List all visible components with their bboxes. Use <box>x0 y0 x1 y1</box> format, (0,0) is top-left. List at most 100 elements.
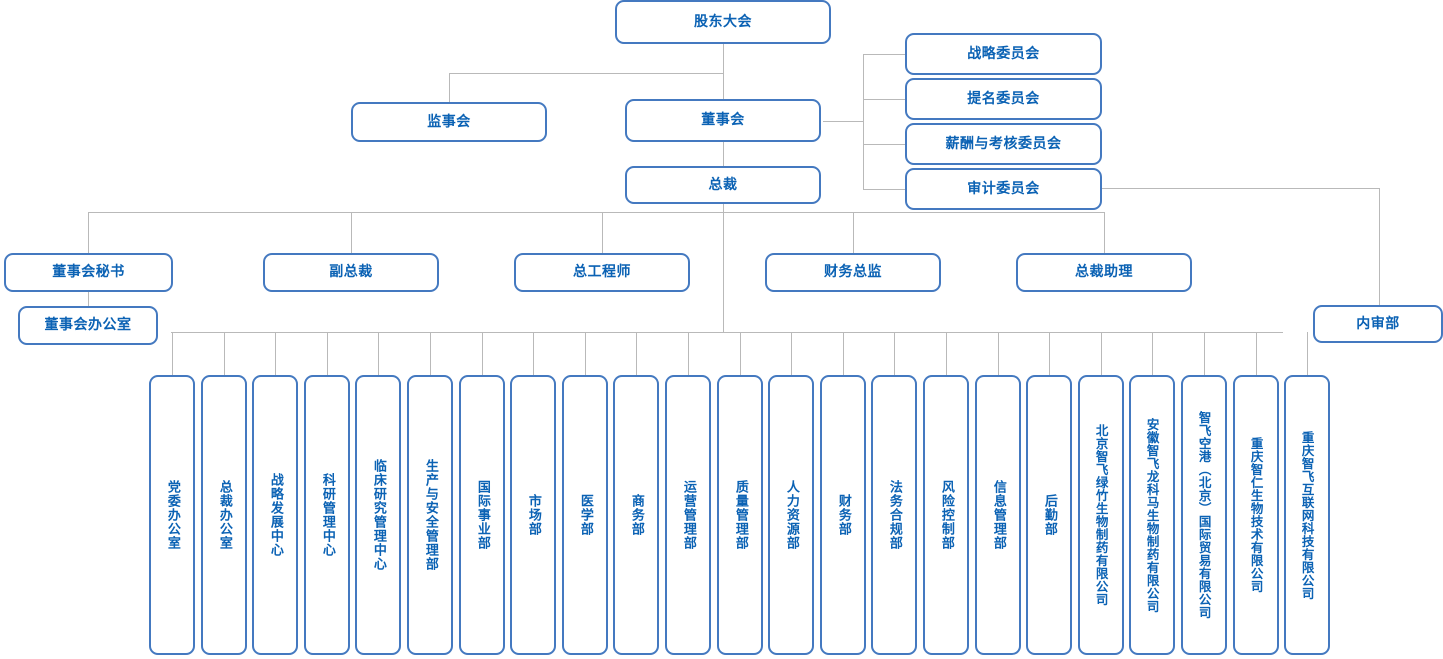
connector-department-drop <box>327 332 328 375</box>
node-label: 总裁助理 <box>1075 264 1133 281</box>
connector-board-committee-stub <box>823 121 863 122</box>
node-committee-audit[interactable]: 审计委员会 <box>905 168 1102 210</box>
connector-secretary-boardoffice <box>88 292 89 306</box>
connector-president-trunk <box>723 212 724 332</box>
connector-committee-2 <box>863 99 905 100</box>
connector-department-drop <box>1256 332 1257 375</box>
connector-department-drop <box>224 332 225 375</box>
node-department-13[interactable]: 人力资源部 <box>768 375 814 655</box>
node-department-20[interactable]: 安徽智飞龙科马生物制药有限公司 <box>1129 375 1175 655</box>
connector-department-drop <box>1101 332 1102 375</box>
connector-department-drop <box>998 332 999 375</box>
node-committee-nomination[interactable]: 提名委员会 <box>905 78 1102 120</box>
node-department-10[interactable]: 商务部 <box>613 375 659 655</box>
node-board-of-directors[interactable]: 董事会 <box>625 99 821 142</box>
node-department-6[interactable]: 生产与安全管理部 <box>407 375 453 655</box>
node-department-16[interactable]: 风险控制部 <box>923 375 969 655</box>
connector-department-drop <box>482 332 483 375</box>
connector-supervisory-drop <box>449 73 450 102</box>
node-label: 股东大会 <box>694 13 752 30</box>
connector-department-drop <box>378 332 379 375</box>
connector-department-drop <box>946 332 947 375</box>
node-board-office[interactable]: 董事会办公室 <box>18 306 158 345</box>
connector-department-bus <box>171 332 1283 333</box>
connector-department-drop <box>533 332 534 375</box>
connector-department-drop <box>894 332 895 375</box>
node-label: 国际事业部 <box>474 480 490 550</box>
node-department-18[interactable]: 后勤部 <box>1026 375 1072 655</box>
node-label: 董事会办公室 <box>44 317 132 334</box>
node-finance-director[interactable]: 财务总监 <box>765 253 941 292</box>
node-label: 提名委员会 <box>967 90 1040 107</box>
node-label: 生产与安全管理部 <box>422 459 438 571</box>
node-department-21[interactable]: 智飞空港（北京）国际贸易有限公司 <box>1181 375 1227 655</box>
node-label: 战略发展中心 <box>267 473 283 557</box>
node-label: 战略委员会 <box>967 45 1040 62</box>
node-vice-president[interactable]: 副总裁 <box>263 253 439 292</box>
node-board-secretary[interactable]: 董事会秘书 <box>4 253 173 292</box>
node-department-5[interactable]: 临床研究管理中心 <box>355 375 401 655</box>
node-department-9[interactable]: 医学部 <box>562 375 608 655</box>
node-label: 总工程师 <box>573 264 631 281</box>
node-shareholders-meeting[interactable]: 股东大会 <box>615 0 831 44</box>
node-label: 质量管理部 <box>732 480 748 550</box>
node-label: 临床研究管理中心 <box>370 459 386 571</box>
node-supervisory-board[interactable]: 监事会 <box>351 102 547 142</box>
node-label: 财务总监 <box>824 264 882 281</box>
node-label: 信息管理部 <box>990 480 1006 550</box>
node-department-11[interactable]: 运营管理部 <box>665 375 711 655</box>
node-department-2[interactable]: 总裁办公室 <box>201 375 247 655</box>
node-committee-remuneration[interactable]: 薪酬与考核委员会 <box>905 123 1102 165</box>
node-department-8[interactable]: 市场部 <box>510 375 556 655</box>
node-department-15[interactable]: 法务合规部 <box>871 375 917 655</box>
node-label: 后勤部 <box>1041 494 1057 536</box>
node-department-3[interactable]: 战略发展中心 <box>252 375 298 655</box>
connector-audit-to-internalaudit-h <box>1102 188 1379 189</box>
node-label: 财务部 <box>835 494 851 536</box>
connector-exec-3 <box>602 212 603 253</box>
node-department-7[interactable]: 国际事业部 <box>459 375 505 655</box>
node-committee-strategy[interactable]: 战略委员会 <box>905 33 1102 75</box>
node-department-22[interactable]: 重庆智仁生物技术有限公司 <box>1233 375 1279 655</box>
node-department-4[interactable]: 科研管理中心 <box>304 375 350 655</box>
node-label: 智飞空港（北京）国际贸易有限公司 <box>1196 411 1212 619</box>
node-department-23[interactable]: 重庆智飞互联网科技有限公司 <box>1284 375 1330 655</box>
node-department-19[interactable]: 北京智飞绿竹生物制药有限公司 <box>1078 375 1124 655</box>
connector-shareholders-board <box>723 44 724 99</box>
connector-department-drop <box>1049 332 1050 375</box>
node-label: 法务合规部 <box>886 480 902 550</box>
connector-committee-1 <box>863 54 905 55</box>
connector-department-drop <box>172 332 173 375</box>
connector-department-drop <box>791 332 792 375</box>
connector-department-drop <box>1204 332 1205 375</box>
node-label: 安徽智飞龙科马生物制药有限公司 <box>1144 417 1160 613</box>
node-label: 商务部 <box>628 494 644 536</box>
node-department-12[interactable]: 质量管理部 <box>717 375 763 655</box>
node-label: 内审部 <box>1356 315 1400 332</box>
connector-department-drop <box>740 332 741 375</box>
node-label: 监事会 <box>427 113 471 130</box>
node-label: 总裁办公室 <box>216 480 232 550</box>
connector-committee-3 <box>863 144 905 145</box>
connector-department-drop <box>275 332 276 375</box>
node-internal-audit-dept[interactable]: 内审部 <box>1313 305 1443 343</box>
node-chief-engineer[interactable]: 总工程师 <box>514 253 690 292</box>
node-label: 审计委员会 <box>967 180 1040 197</box>
connector-board-supervisory-bus <box>449 73 723 74</box>
connector-department-drop <box>1307 332 1308 375</box>
node-label: 北京智飞绿竹生物制药有限公司 <box>1093 424 1109 606</box>
node-department-1[interactable]: 党委办公室 <box>149 375 195 655</box>
node-label: 董事会秘书 <box>52 264 125 281</box>
node-department-17[interactable]: 信息管理部 <box>975 375 1021 655</box>
connector-department-drop <box>585 332 586 375</box>
node-president[interactable]: 总裁 <box>625 166 821 204</box>
connector-audit-to-internalaudit-v <box>1379 188 1380 305</box>
connector-exec-2 <box>351 212 352 253</box>
node-label: 重庆智飞互联网科技有限公司 <box>1299 430 1315 600</box>
connector-committee-spine <box>863 54 864 189</box>
node-label: 医学部 <box>577 494 593 536</box>
node-label: 副总裁 <box>329 264 373 281</box>
node-president-assistant[interactable]: 总裁助理 <box>1016 253 1192 292</box>
node-department-14[interactable]: 财务部 <box>820 375 866 655</box>
